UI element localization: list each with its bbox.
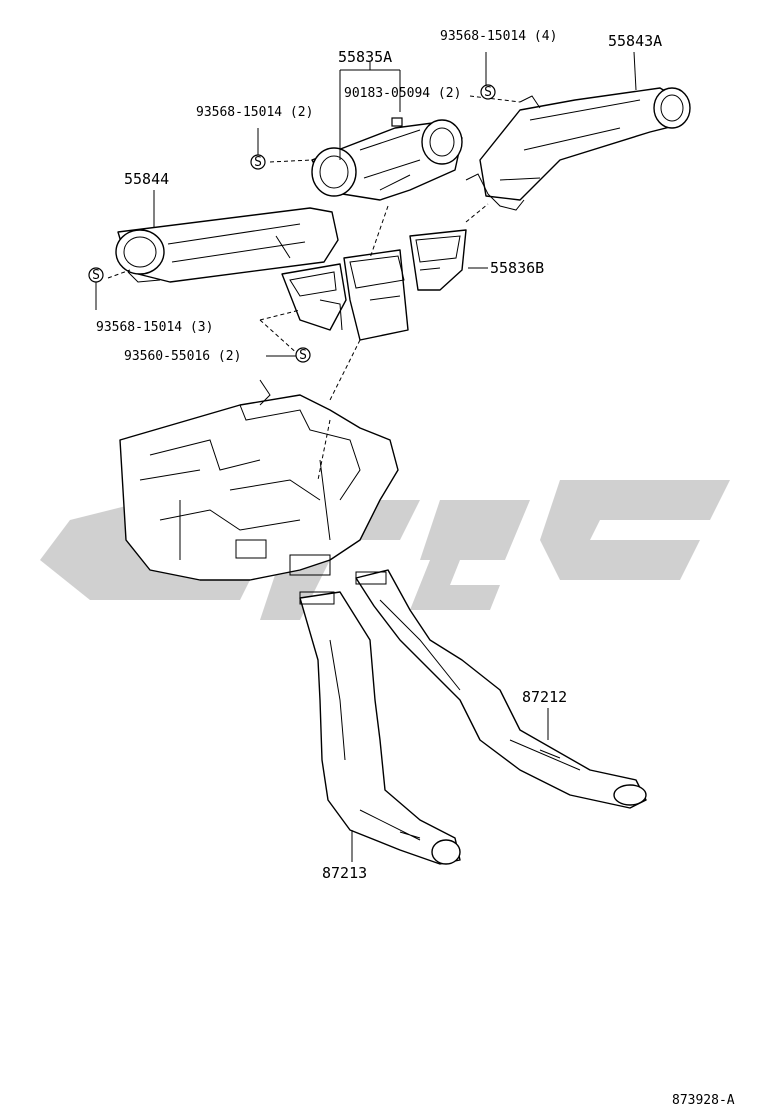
label-93568-15014-4: 93568-15014 (4) xyxy=(440,29,557,44)
clip-symbol-1: S xyxy=(250,154,266,170)
label-87213: 87213 xyxy=(322,864,367,882)
register-55836B[interactable] xyxy=(281,229,467,341)
svg-text:S: S xyxy=(254,155,262,170)
label-55843A: 55843A xyxy=(608,32,662,50)
label-55844: 55844 xyxy=(124,170,169,188)
clip-symbol-3: S xyxy=(88,267,104,283)
label-93568-15014-3: 93568-15014 (3) xyxy=(96,320,213,335)
svg-text:S: S xyxy=(299,348,307,363)
duct-87213[interactable] xyxy=(299,591,461,865)
duct-55843A[interactable] xyxy=(465,87,691,211)
duct-55844[interactable] xyxy=(115,207,339,283)
heater-unit xyxy=(119,379,399,581)
leader-lines xyxy=(95,51,637,862)
label-93568-15014-2: 93568-15014 (2) xyxy=(196,105,313,120)
label-87212: 87212 xyxy=(522,688,567,706)
label-93560-55016: 93560-55016 (2) xyxy=(124,349,241,364)
clip-symbol-4: S xyxy=(295,347,311,363)
svg-text:S: S xyxy=(484,85,492,100)
assembly-lines xyxy=(107,95,521,481)
clip-symbol-2: S xyxy=(480,84,496,100)
label-55836B: 55836B xyxy=(490,259,544,277)
label-90183-05094: 90183-05094 (2) xyxy=(344,86,461,101)
svg-text:S: S xyxy=(92,268,100,283)
duct-87212[interactable] xyxy=(355,569,647,809)
diagram-id: 873928-A xyxy=(672,1093,735,1108)
label-55835A: 55835A xyxy=(338,48,392,66)
duct-55835A[interactable] xyxy=(311,117,463,201)
